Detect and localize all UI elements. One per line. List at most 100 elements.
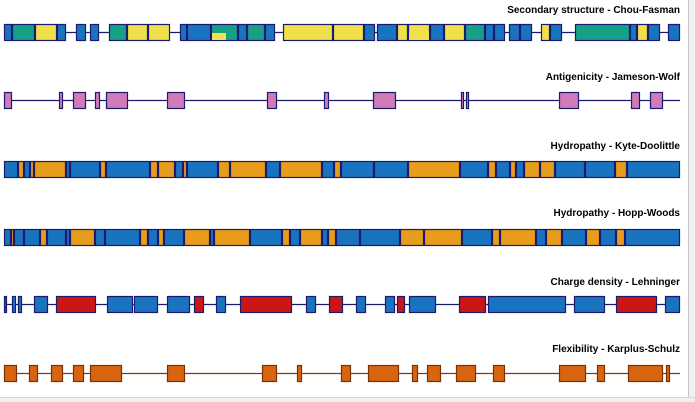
track-segment [28, 364, 39, 383]
track-segment [509, 160, 517, 179]
track-segment [539, 160, 556, 179]
track-segment [519, 23, 533, 42]
track-segment [327, 228, 337, 247]
track-segment [157, 228, 165, 247]
track-segment [335, 228, 361, 247]
track-segment [3, 23, 13, 42]
track-segment [649, 91, 664, 110]
track-segment [239, 295, 293, 314]
track-segment [193, 295, 205, 314]
track-segment [215, 295, 227, 314]
track-segment [46, 228, 67, 247]
track-segment [299, 228, 323, 247]
track-segment [149, 160, 159, 179]
track-segment [584, 160, 616, 179]
track-segment [69, 228, 96, 247]
track-segment [629, 23, 638, 42]
track-segment [104, 228, 141, 247]
track-segment [3, 364, 18, 383]
track-segment [3, 160, 19, 179]
track-segment [106, 295, 134, 314]
track-segment [217, 160, 231, 179]
track-segment [515, 160, 525, 179]
track-segment [495, 160, 511, 179]
track-segment [443, 23, 466, 42]
track-segment [186, 23, 212, 42]
track-segment [266, 91, 278, 110]
track-segment-overlay [212, 33, 226, 40]
track-segment [179, 23, 188, 42]
track-segment [237, 23, 248, 42]
track-segment [396, 295, 406, 314]
track-segment [545, 228, 563, 247]
track-segment [163, 228, 185, 247]
track-segment [574, 23, 631, 42]
track-segment [213, 228, 251, 247]
track-segment [359, 228, 401, 247]
track-segment [305, 295, 317, 314]
track-segment [340, 364, 352, 383]
track-title: Antigenicity - Jameson-Wolf [546, 72, 681, 83]
track-segment [464, 23, 486, 42]
track-segment [321, 160, 335, 179]
track-segment [13, 228, 25, 247]
track-segment [3, 91, 13, 110]
track-segment [407, 160, 461, 179]
track-segment [487, 160, 497, 179]
track-segment [585, 228, 601, 247]
track-segment [333, 160, 342, 179]
track-segment [166, 364, 186, 383]
track-segment [89, 23, 100, 42]
track-segment [183, 228, 211, 247]
track-segment [558, 91, 580, 110]
track-segment [279, 160, 323, 179]
track-segment [56, 23, 67, 42]
track-segment [411, 364, 419, 383]
track-segment [186, 160, 219, 179]
track-segment [630, 91, 641, 110]
track-segment [75, 23, 87, 42]
track-segment [282, 23, 334, 42]
track-segment [535, 228, 547, 247]
track-segment [147, 23, 171, 42]
track-segment [523, 160, 541, 179]
track-segment [492, 364, 506, 383]
track-segment [484, 23, 495, 42]
track-segment [328, 295, 344, 314]
track-segment [264, 23, 276, 42]
track-segment [461, 228, 493, 247]
track-segment [10, 228, 15, 247]
track-segment [69, 160, 101, 179]
track-segment [423, 228, 463, 247]
track-segment [384, 295, 396, 314]
track-segment [554, 160, 586, 179]
track-segment [615, 228, 626, 247]
track-title: Flexibility - Karplus-Schulz [552, 344, 680, 355]
track-segment [647, 23, 661, 42]
track-segment [72, 91, 87, 110]
track-segment [23, 228, 41, 247]
track-segment [265, 160, 281, 179]
track-segment [396, 23, 409, 42]
track-segment [105, 91, 129, 110]
track-segment [11, 23, 36, 42]
track-segment [11, 295, 17, 314]
track-segment [508, 23, 521, 42]
track-segment [332, 23, 365, 42]
track-segment [105, 160, 151, 179]
track-segment [249, 228, 283, 247]
track-segment [599, 228, 617, 247]
track-segment [626, 160, 681, 179]
track-segment [540, 23, 551, 42]
track-segment [65, 228, 71, 247]
track-segment [94, 228, 106, 247]
track-segment [367, 364, 400, 383]
track-segment [126, 23, 149, 42]
track-title: Charge density - Lehninger [551, 277, 681, 288]
track-segment [55, 295, 97, 314]
track-segment [321, 228, 329, 247]
track-segment [614, 160, 628, 179]
track-segment [289, 228, 301, 247]
track-segment [499, 228, 537, 247]
track-segment [157, 160, 176, 179]
